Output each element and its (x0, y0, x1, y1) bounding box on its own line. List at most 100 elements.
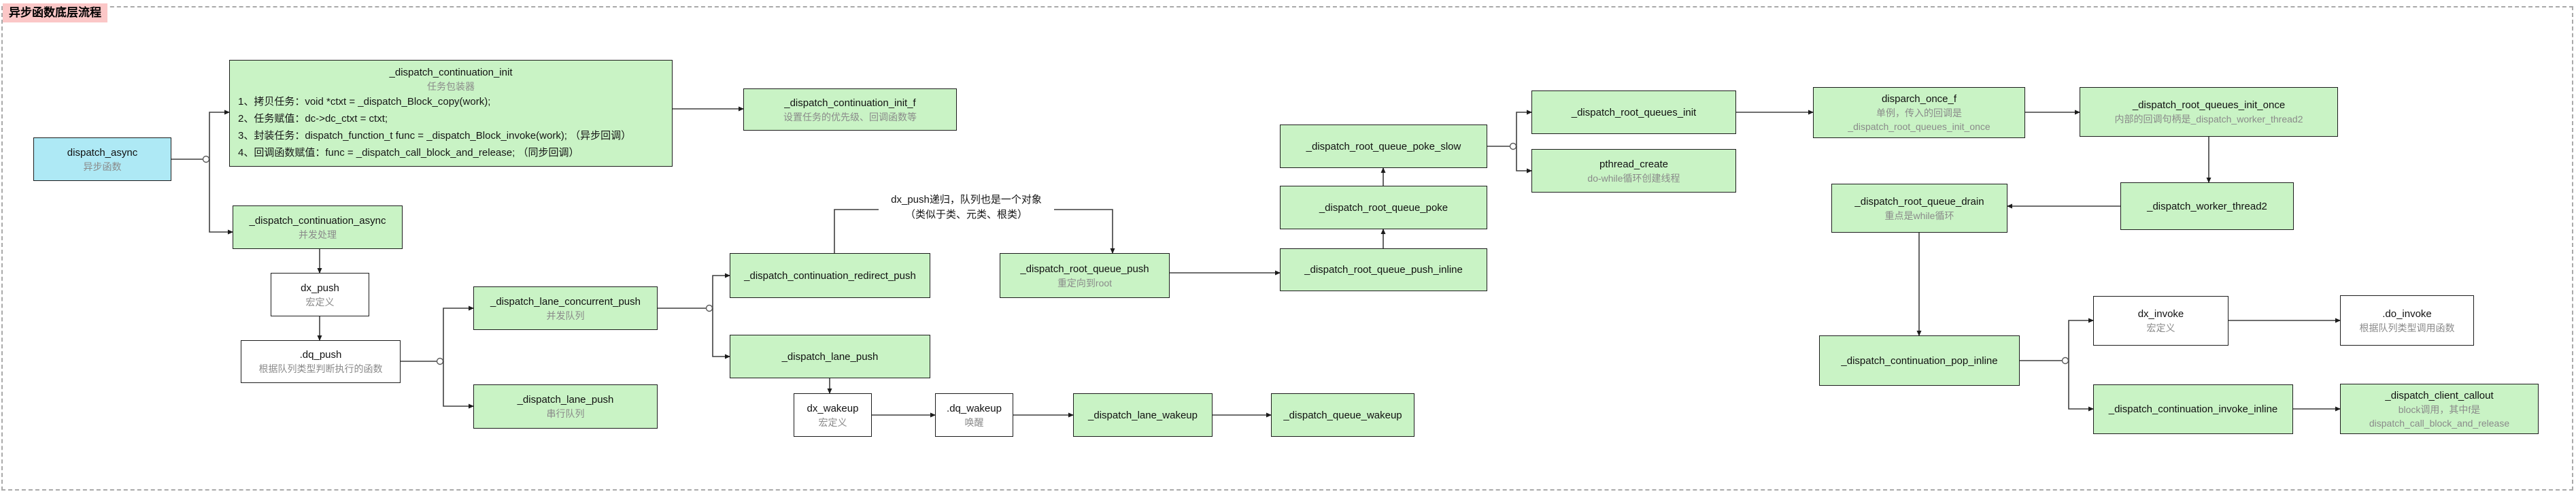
node-title: _dispatch_continuation_init_f (784, 97, 916, 109)
node-title: _dispatch_root_queues_init_once (2132, 99, 2286, 111)
edge-lane-concurrent-to-redirect-push-junction-dot (705, 304, 713, 312)
node-title: _dispatch_root_queues_init (1571, 106, 1697, 118)
node-subtitle: do-while循环创建线程 (1587, 172, 1680, 184)
node-title: _dispatch_lane_wakeup (1088, 409, 1198, 421)
edge-poke-slow-to-queues-init-junction-dot (1509, 142, 1517, 150)
dx-wakeup-node[interactable]: dx_wakeup 宏定义 (794, 393, 872, 437)
edge-annotation-to-redirect-push (834, 209, 879, 253)
dispatch-root-queues-init-once-node[interactable]: _dispatch_root_queues_init_once 内部的回调句柄是_… (2080, 87, 2338, 137)
dispatch-continuation-redirect-push-node[interactable]: _dispatch_continuation_redirect_push (730, 253, 930, 298)
page-title: 异步函数底层流程 (3, 3, 107, 22)
node-title: _dispatch_root_queue_poke (1319, 201, 1448, 214)
dx-invoke-node[interactable]: dx_invoke 宏定义 (2093, 296, 2228, 346)
dispatch-root-queue-poke-node[interactable]: _dispatch_root_queue_poke (1280, 186, 1487, 229)
node-title: _dispatch_worker_thread2 (2147, 200, 2267, 212)
edge-pop-inline-to-dx-invoke (2020, 318, 2094, 361)
edge-lane-concurrent-to-redirect-push (658, 273, 730, 309)
node-body-line: 3、封装任务：dispatch_function_t func = _dispa… (238, 130, 632, 142)
node-title: _dispatch_continuation_pop_inline (1841, 354, 1998, 367)
node-title: .dq_push (299, 349, 342, 361)
node-subtitle: 根据队列类型判断执行的函数 (258, 363, 383, 374)
dispatch-continuation-async-node[interactable]: _dispatch_continuation_async 并发处理 (233, 205, 403, 249)
node-title: pthread_create (1599, 158, 1668, 170)
dispatch-root-queue-push-node[interactable]: _dispatch_root_queue_push 重定向到root (1000, 253, 1170, 298)
node-subtitle: 内部的回调句柄是_dispatch_worker_thread2 (2114, 114, 2303, 125)
node-title: dx_wakeup (807, 402, 859, 414)
edge-async-to-cont-init (171, 110, 230, 160)
dq-wakeup-node[interactable]: .dq_wakeup 唤醒 (935, 393, 1013, 437)
node-subtitle: 异步函数 (83, 161, 122, 172)
node-body-line: 2、任务赋值：dc->dc_ctxt = ctxt; (238, 113, 388, 125)
node-title: .dq_wakeup (947, 402, 1002, 414)
node-title: _dispatch_client_callout (2385, 389, 2494, 401)
edge-poke-slow-to-queues-init (1487, 110, 1532, 147)
node-subtitle: 宏定义 (2146, 323, 2175, 333)
edge-lane-concurrent-to-lane-push (712, 308, 730, 359)
node-subtitle: 根据队列类型调用函数 (2359, 322, 2455, 333)
dispatch-once-f-node[interactable]: disparch_once_f 单例，传入的回调是 _dispatch_root_q… (1813, 87, 2025, 138)
dispatch-lane-push-node[interactable]: _dispatch_lane_push (730, 335, 930, 378)
node-subtitle: 重点是while循环 (1884, 210, 1954, 221)
edge-dq-push-to-lane-concurrent-junction-dot (436, 357, 444, 365)
dispatch-root-queue-drain-node[interactable]: _dispatch_root_queue_drain 重点是while循环 (1831, 184, 2007, 233)
node-title: dx_invoke (2137, 308, 2184, 320)
edge-poke-slow-to-pthread-create (1516, 146, 1532, 173)
node-title: _dispatch_continuation_redirect_push (744, 269, 916, 282)
node-title: _dispatch_queue_wakeup (1283, 409, 1402, 421)
annotation-dx-push-recursion: dx_push递归，队列也是一个对象 （类似于类、元类、根类） (844, 193, 1089, 222)
node-subtitle: 重定向到root (1057, 277, 1113, 288)
edge-async-to-cont-async (209, 159, 233, 235)
node-title: _dispatch_continuation_async (249, 214, 386, 227)
dispatch-continuation-invoke-inline-node[interactable]: _dispatch_continuation_invoke_inline (2093, 384, 2293, 434)
node-title: dispatch_async (67, 146, 138, 159)
node-subtitle: 唤醒 (964, 416, 984, 428)
node-title: _dispatch_root_queue_push (1020, 263, 1149, 275)
dispatch-async-node[interactable]: dispatch_async 异步函数 (33, 137, 171, 181)
node-subtitle: _dispatch_root_queues_init_once (1848, 121, 1990, 132)
edge-annotation-to-root-queue-push (1054, 209, 1115, 254)
node-title: disparch_once_f (1881, 93, 1957, 105)
dispatch-root-queue-push-inline-node[interactable]: _dispatch_root_queue_push_inline (1280, 248, 1487, 291)
node-subtitle: 并发队列 (546, 310, 585, 321)
dispatch-root-queues-init-node[interactable]: _dispatch_root_queues_init (1531, 90, 1736, 134)
edge-dq-push-to-lane-serial (443, 361, 474, 409)
dispatch-continuation-pop-inline-node[interactable]: _dispatch_continuation_pop_inline (1819, 335, 2020, 386)
annotation-line-1: dx_push递归，队列也是一个对象 (891, 194, 1042, 205)
dispatch-continuation-init-node[interactable]: _dispatch_continuation_init 任务包装器 1、拷贝任务：v… (229, 60, 673, 167)
node-title: _dispatch_continuation_init (389, 67, 513, 78)
node-subtitle: 并发处理 (299, 229, 337, 240)
pthread-create-node[interactable]: pthread_create do-while循环创建线程 (1531, 149, 1736, 193)
node-title: dx_push (301, 282, 339, 294)
edge-async-to-cont-init-junction-dot (202, 155, 210, 163)
dx-push-node[interactable]: dx_push 宏定义 (271, 273, 369, 316)
node-title: _dispatch_lane_push (517, 394, 614, 406)
node-title: _dispatch_root_queue_poke_slow (1306, 140, 1461, 152)
node-title: _dispatch_root_queue_push_inline (1304, 264, 1463, 276)
do-invoke-node[interactable]: .do_invoke 根据队列类型调用函数 (2340, 295, 2474, 346)
edge-pop-inline-to-dx-invoke-junction-dot (2061, 357, 2069, 365)
dispatch-worker-thread2-node[interactable]: _dispatch_worker_thread2 (2120, 182, 2294, 230)
node-subtitle: 宏定义 (818, 416, 847, 428)
dq-push-node[interactable]: .dq_push 根据队列类型判断执行的函数 (241, 340, 401, 383)
dispatch-root-queue-poke-slow-node[interactable]: _dispatch_root_queue_poke_slow (1280, 125, 1487, 168)
node-body-line: 1、拷贝任务：void *ctxt = _dispatch_Block_copy… (238, 96, 491, 108)
node-subtitle: block调用，其中f是 (2398, 403, 2481, 415)
node-title: .do_invoke (2382, 308, 2432, 320)
dispatch-queue-wakeup-node[interactable]: _dispatch_queue_wakeup (1271, 393, 1414, 437)
node-subtitle: 单例，传入的回调是 (1876, 108, 1962, 118)
node-title: _dispatch_continuation_invoke_inline (2108, 403, 2278, 415)
dispatch-lane-wakeup-node[interactable]: _dispatch_lane_wakeup (1073, 393, 1213, 437)
node-title: _dispatch_lane_push (781, 350, 879, 363)
node-subtitle: 设置任务的优先级、回调函数等 (783, 111, 917, 122)
node-subtitle: 宏定义 (305, 296, 335, 308)
node-body-line: 4、回调函数赋值：func = _dispatch_call_block_and… (238, 147, 579, 159)
node-subtitle: 任务包装器 (427, 81, 475, 92)
dispatch-continuation-init-f-node[interactable]: _dispatch_continuation_init_f 设置任务的优先级、回调… (743, 88, 957, 131)
edge-pop-inline-to-invoke-inline (2068, 361, 2094, 412)
node-title: _dispatch_root_queue_drain (1854, 195, 1984, 208)
